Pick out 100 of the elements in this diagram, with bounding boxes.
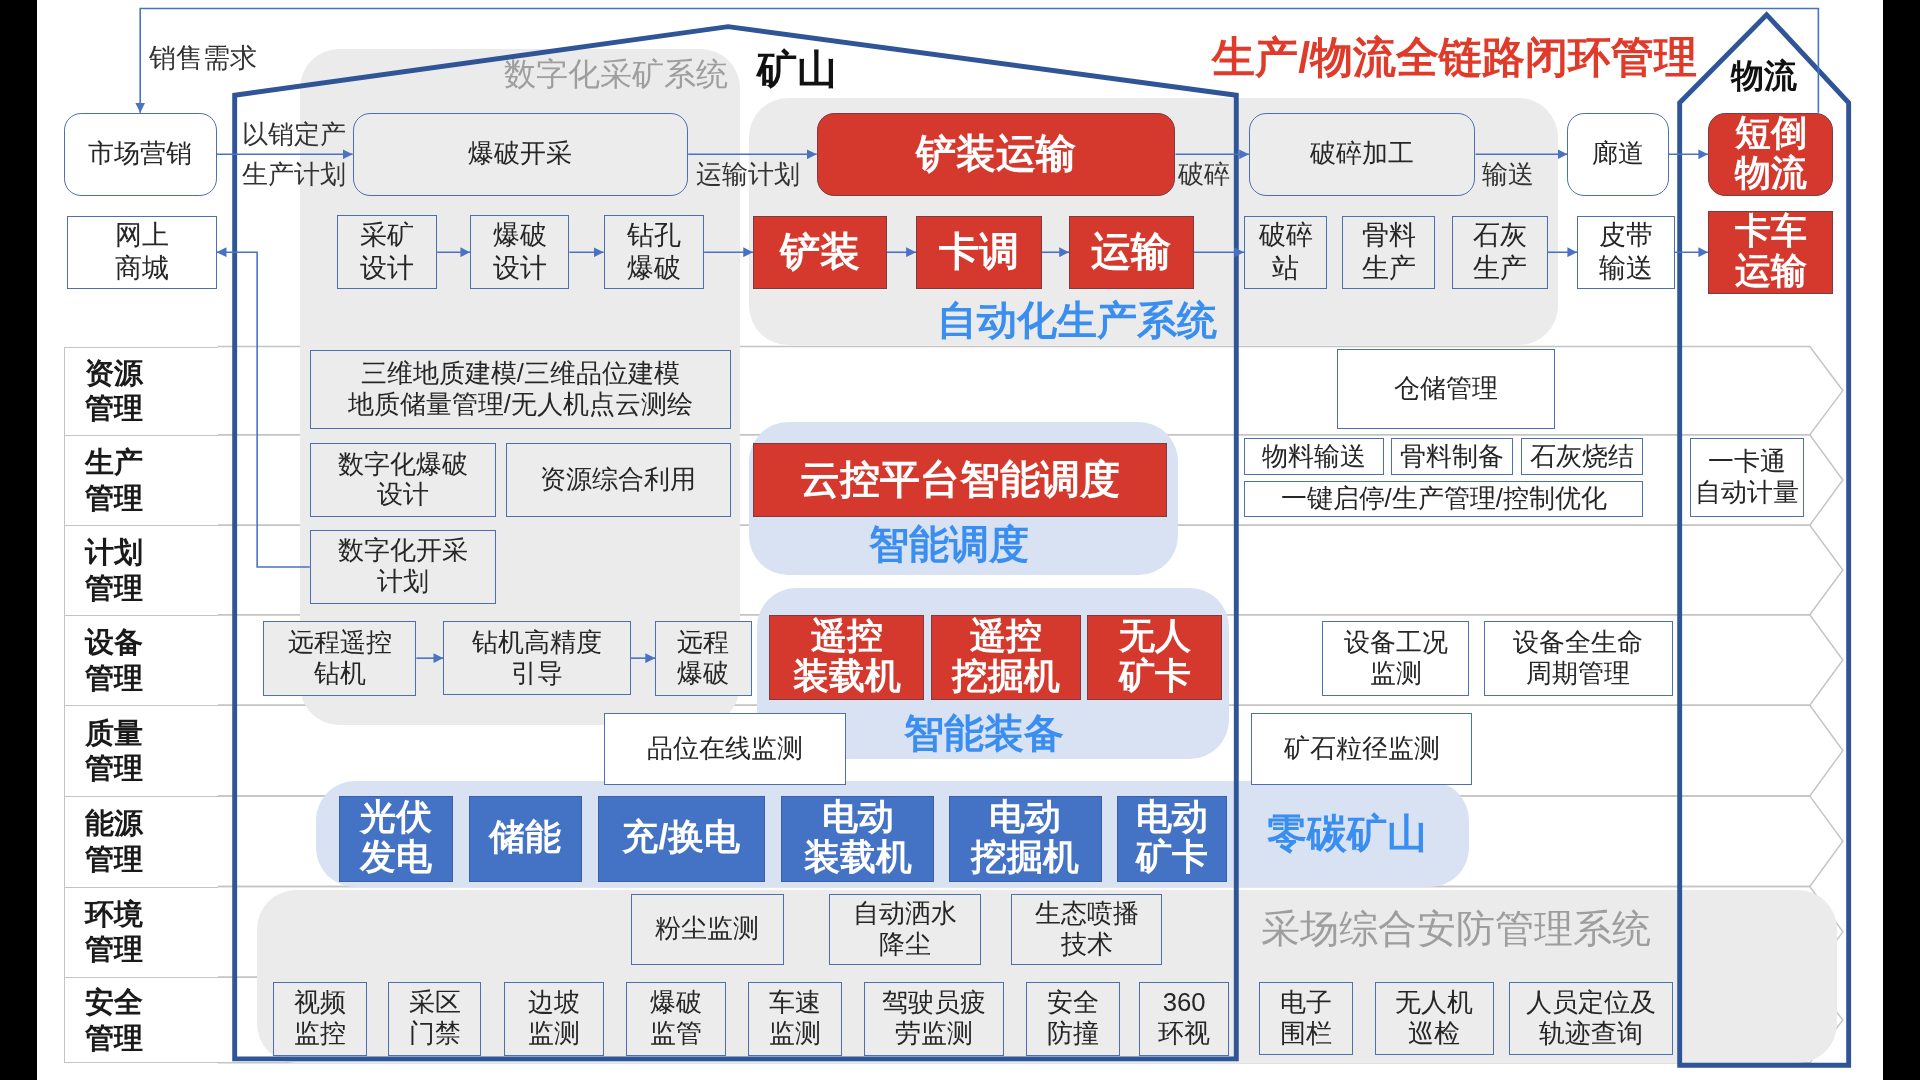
module-box: 仓储管理	[1337, 348, 1556, 429]
arrow	[1174, 149, 1250, 160]
module-box: 自动洒水降尘	[828, 893, 981, 965]
arrow	[629, 653, 656, 664]
module-box: 遥控装载机	[768, 614, 925, 701]
module-box: 设备工况监测	[1322, 620, 1470, 696]
row-header: 安全管理	[63, 977, 218, 1063]
module-box: 钻孔爆破	[603, 215, 705, 289]
module-box: 车速监测	[748, 982, 843, 1056]
module-box: 钻机高精度引导	[443, 620, 631, 696]
module-box: 资源综合利用	[505, 443, 731, 517]
process-box: 破碎加工	[1248, 112, 1476, 196]
panel-title: 采场综合安防管理系统	[1261, 908, 1652, 948]
arrow	[1674, 247, 1709, 258]
module-box: 骨料生产	[1342, 215, 1436, 289]
module-box: 电动挖掘机	[948, 795, 1102, 882]
module-box: 安全防撞	[1026, 982, 1121, 1056]
module-box: 采区门禁	[388, 982, 482, 1056]
edge-label: 输送	[1481, 159, 1534, 190]
house-title: 物流	[1731, 58, 1798, 92]
module-box: 光伏发电	[339, 795, 454, 882]
panel-title: 零碳矿山	[1267, 813, 1428, 854]
arrow	[885, 247, 917, 258]
module-box: 铲装	[753, 215, 887, 289]
process-box: 爆破开采	[352, 112, 689, 196]
row-header: 资源管理	[63, 346, 218, 435]
module-box: 电动装载机	[781, 795, 935, 882]
house-title: 矿山	[756, 48, 837, 90]
module-box: 矿石粒径监测	[1251, 712, 1472, 785]
row-header: 环境管理	[63, 886, 218, 978]
edge-label: 运输计划	[695, 159, 800, 190]
module-box: 驾驶员疲劳监测	[864, 982, 1005, 1056]
arrow	[436, 247, 471, 258]
arrow	[1668, 149, 1709, 160]
row-header: 能源管理	[63, 795, 218, 887]
row-header: 生产管理	[63, 434, 218, 526]
module-box: 遥控挖掘机	[930, 614, 1082, 701]
panel-title: 数字化采矿系统	[504, 58, 729, 91]
module-box: 无人矿卡	[1087, 614, 1222, 701]
module-box: 视频监控	[273, 982, 368, 1056]
panel-title: 智能调度	[869, 524, 1030, 565]
module-box: 物料输送	[1244, 438, 1384, 476]
arrow	[215, 247, 311, 568]
module-box: 石灰烧结	[1520, 438, 1644, 476]
arrow	[687, 149, 818, 160]
module-box: 石灰生产	[1452, 215, 1548, 289]
system-panel	[749, 422, 1178, 576]
arrow	[1193, 247, 1245, 258]
arrow	[415, 653, 445, 664]
module-box: 数字化开采计划	[309, 530, 496, 604]
edge-label: 破碎	[1177, 159, 1230, 190]
panel-title: 自动化生产系统	[936, 300, 1217, 341]
process-box: 廊道	[1567, 112, 1669, 196]
arrow	[215, 149, 354, 160]
module-box: 云控平台智能调度	[753, 443, 1167, 517]
module-box: 爆破设计	[470, 215, 570, 289]
module-box: 一卡通自动计量	[1689, 438, 1804, 517]
module-box: 360环视	[1138, 982, 1230, 1056]
edge-label: 销售需求	[149, 41, 258, 74]
module-box: 人员定位及轨迹查询	[1508, 982, 1673, 1056]
arrow	[1546, 247, 1578, 258]
module-box: 网上商城	[67, 215, 217, 289]
arrow	[703, 247, 754, 258]
module-box: 无人机巡检	[1375, 982, 1494, 1056]
module-box: 采矿设计	[336, 215, 438, 289]
module-box: 设备全生命周期管理	[1484, 620, 1673, 696]
arrow	[135, 7, 1820, 114]
module-box: 破碎站	[1244, 215, 1328, 289]
module-box: 三维地质建模/三维品位建模地质储量管理/无人机点云测绘	[309, 350, 731, 429]
module-box: 卡调	[915, 215, 1042, 289]
row-header: 设备管理	[63, 614, 218, 706]
edge-label: 以销定产	[242, 118, 347, 150]
panel-title: 智能装备	[903, 712, 1064, 754]
module-box: 边坡监测	[504, 982, 604, 1056]
process-box: 铲装运输	[816, 112, 1176, 196]
module-box: 卡车运输	[1708, 210, 1834, 294]
arrow	[1474, 149, 1569, 160]
module-box: 运输	[1068, 215, 1194, 289]
arrow	[1041, 247, 1070, 258]
process-box: 市场营销	[63, 112, 217, 196]
module-box: 电动矿卡	[1116, 795, 1227, 882]
annotation: 生产计划	[242, 159, 347, 190]
row-header: 质量管理	[63, 705, 218, 796]
module-box: 爆破监管	[625, 982, 727, 1056]
module-box: 远程遥控钻机	[263, 620, 417, 696]
row-header: 计划管理	[63, 525, 218, 615]
module-box: 粉尘监测	[630, 893, 784, 965]
module-box: 一键启停/生产管理/控制优化	[1244, 481, 1644, 517]
module-box: 充/换电	[597, 795, 766, 882]
arrow	[568, 247, 605, 258]
module-box: 皮带输送	[1577, 215, 1676, 289]
module-box: 生态喷播技术	[1011, 893, 1163, 965]
process-box: 短倒物流	[1708, 112, 1834, 196]
module-box: 远程爆破	[655, 620, 752, 696]
module-box: 电子围栏	[1258, 982, 1354, 1056]
module-box: 数字化爆破设计	[309, 443, 496, 517]
module-box: 品位在线监测	[603, 712, 847, 785]
module-box: 骨料制备	[1391, 438, 1514, 476]
module-box: 储能	[468, 795, 582, 882]
diagram-title: 生产/物流全链路闭环管理	[1212, 34, 1698, 82]
